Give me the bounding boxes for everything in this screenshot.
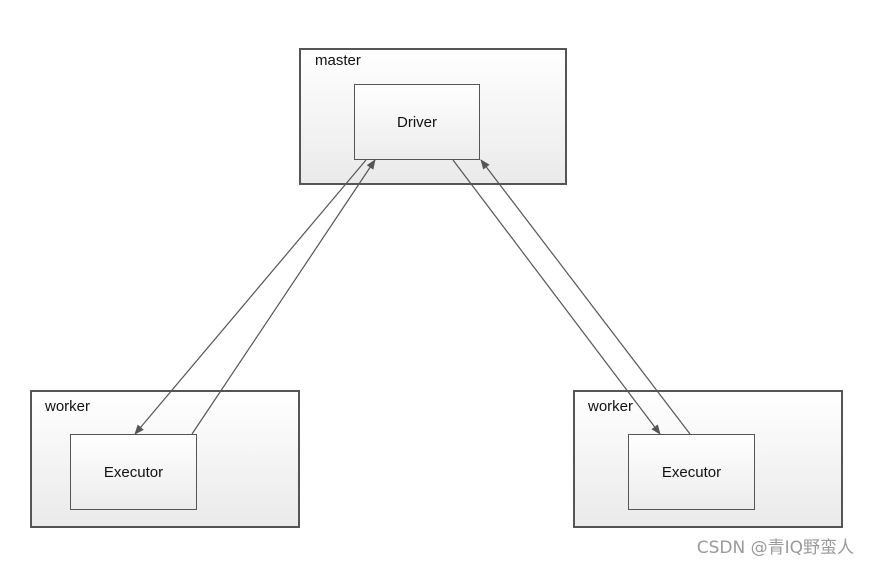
driver-box: Driver [354,84,480,160]
driver-label: Driver [397,113,437,131]
executor-right-label: Executor [661,463,722,481]
worker-left-label: worker [45,398,91,415]
arrow-executor-right-to-driver [480,159,691,435]
worker-right-label: worker [588,398,634,415]
executor-box-left: Executor [70,434,197,510]
master-label: master [315,52,361,69]
executor-left-label: Executor [103,463,164,481]
arrow-driver-to-executor-right [452,159,661,435]
arrow-driver-to-executor-left [134,159,367,435]
watermark-text: CSDN @青IQ野蛮人 [696,538,854,558]
arrow-executor-left-to-driver [191,159,376,435]
executor-box-right: Executor [628,434,755,510]
